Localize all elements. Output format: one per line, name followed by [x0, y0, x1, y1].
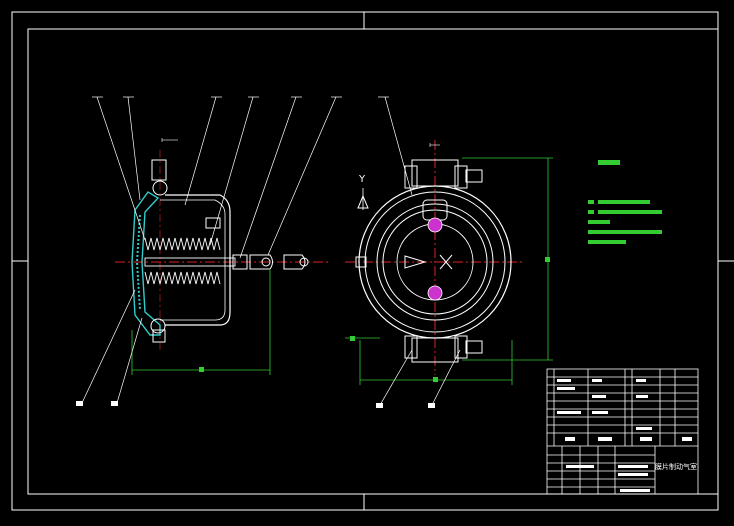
dim-offset-marker [350, 336, 355, 341]
flow-arrow [404, 255, 427, 269]
axis-letter: Y [358, 174, 366, 185]
title-block [546, 368, 699, 495]
return-spring-lower [144, 271, 221, 285]
dim-height-marker [545, 257, 550, 262]
push-rod [144, 257, 236, 267]
technical-requirements [588, 160, 662, 244]
clamp-ring-bottom [150, 318, 166, 334]
front-dimensions [345, 157, 553, 385]
drawing-title: 膜片制动气室 [655, 462, 697, 471]
view-arrow [357, 194, 369, 209]
return-spring-upper [144, 237, 221, 251]
side-dimensions [131, 270, 271, 375]
dim-width-marker [433, 377, 438, 382]
port-upper [427, 217, 443, 233]
mount-ear-top [411, 159, 459, 187]
dim-value-marker [199, 367, 204, 372]
sheet-border [11, 11, 734, 511]
rod-clevis [249, 254, 273, 270]
front-leader-lines [379, 96, 461, 406]
port-lower [427, 285, 443, 301]
clamp-ring-top [152, 180, 168, 196]
chamber-housing [165, 194, 231, 326]
side-section-view [115, 138, 330, 375]
side-leader-lines [81, 96, 337, 404]
front-view: Y [345, 140, 553, 385]
x-view-mark [439, 254, 453, 270]
title-block-labels [557, 379, 692, 492]
balloon-markers-bottom [76, 401, 435, 408]
